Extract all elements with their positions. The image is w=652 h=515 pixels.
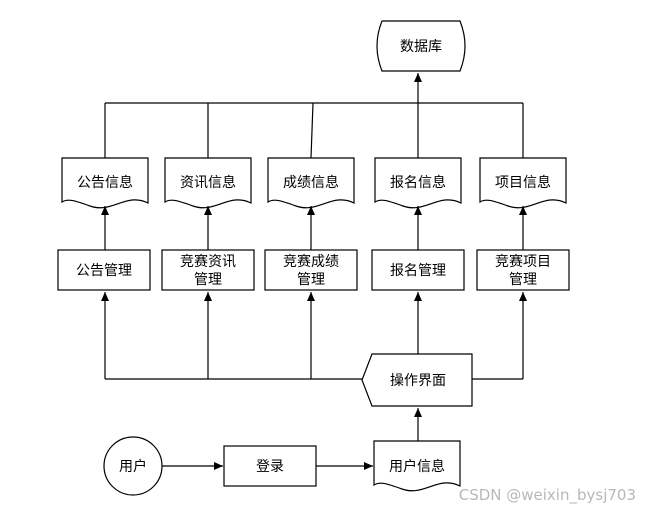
process-score-management: 竞赛成绩 管理 [264,249,358,291]
process-label-line1: 竞赛项目 [495,253,551,270]
process-label-line2: 管理 [194,272,222,288]
watermark: CSDN @weixin_bysj703 [459,486,636,505]
user-label: 用户 [119,458,147,475]
document-label: 项目信息 [495,174,551,191]
manager-to-document-arrows [101,206,527,250]
document-label: 资讯信息 [180,174,236,191]
document-signup-info: 报名信息 [374,157,462,209]
process-label-line1: 竞赛资讯 [180,253,236,270]
process-signup-management: 报名管理 [371,249,465,291]
document-news-info: 资讯信息 [164,157,252,209]
document-label: 用户信息 [389,458,445,475]
process-label-line1: 竞赛成绩 [283,253,339,270]
process-news-management: 竞赛资讯 管理 [161,249,255,291]
document-to-database-connectors [104,73,524,159]
document-label: 公告信息 [77,174,133,191]
document-user-info: 用户信息 [373,440,461,492]
process-label: 公告管理 [76,263,132,279]
operation-interface-label: 操作界面 [390,373,446,389]
process-notice-management: 公告管理 [57,249,151,291]
database-node: 数据库 [376,20,466,72]
login-label: 登录 [256,459,284,475]
login-node: 登录 [223,445,317,487]
process-project-management: 竞赛项目 管理 [476,249,570,291]
process-label-line2: 管理 [509,272,537,288]
document-label: 报名信息 [390,174,446,191]
process-label-line2: 管理 [297,272,325,288]
document-score-info: 成绩信息 [267,157,355,209]
document-label: 成绩信息 [283,174,339,191]
user-node: 用户 [103,436,163,496]
document-notice-info: 公告信息 [61,157,149,209]
database-label: 数据库 [400,39,442,55]
interface-to-manager-arrows [101,292,527,380]
document-project-info: 项目信息 [479,157,567,209]
operation-interface-node: 操作界面 [361,353,473,407]
process-label: 报名管理 [390,263,446,279]
